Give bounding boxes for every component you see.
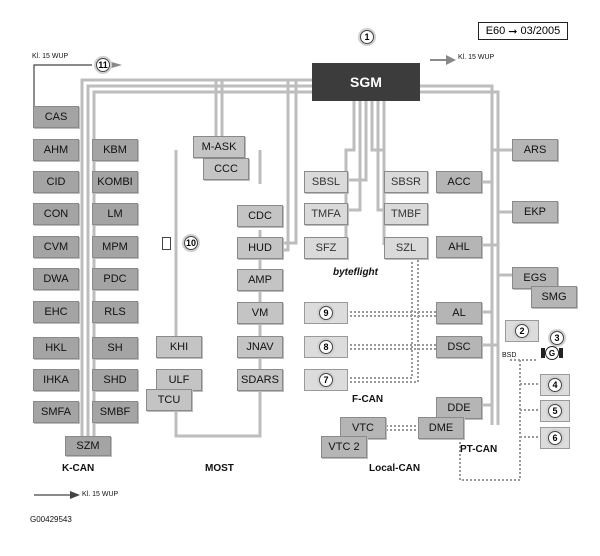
ecu-cid: CID	[33, 171, 79, 193]
ecu-mpm: MPM	[92, 236, 138, 258]
ecu-dsc: DSC	[436, 336, 482, 358]
sensor-8: 8	[304, 336, 348, 358]
ecu-tcu: TCU	[146, 389, 192, 411]
legend-wup-label: Kl. 15 WUP	[82, 491, 119, 498]
ecu-ccc: CCC	[203, 158, 249, 180]
ecu-lm: LM	[92, 203, 138, 225]
marker-1: 1	[360, 30, 374, 44]
label-byteflight: byteflight	[333, 267, 378, 278]
marker-8: 8	[319, 340, 333, 354]
marker-2: 2	[515, 324, 529, 338]
sgm-gateway: SGM	[312, 63, 420, 101]
ecu-tmbf: TMBF	[384, 203, 428, 225]
ecu-shd: SHD	[92, 369, 138, 391]
ecu-cas: CAS	[33, 106, 79, 128]
sensor-6: 6	[540, 427, 570, 449]
label-kcan: K-CAN	[62, 463, 95, 474]
label-bsd: BSD	[502, 352, 517, 359]
ecu-smbf: SMBF	[92, 401, 138, 423]
marker-11: 11	[96, 58, 110, 72]
ecu-acc: ACC	[436, 171, 482, 193]
ecu-szm: SZM	[65, 436, 111, 456]
sensor-4: 4	[540, 374, 570, 396]
ecu-dwa: DWA	[33, 268, 79, 290]
ecu-sbsl: SBSL	[304, 171, 348, 193]
arrow-icon: ➞	[508, 25, 518, 38]
optical-connector-icon	[162, 237, 171, 250]
ecu-sfz: SFZ	[304, 237, 348, 259]
ecu-dme: DME	[418, 417, 464, 439]
ecu-smg: SMG	[531, 286, 577, 308]
ecu-sbsr: SBSR	[384, 171, 428, 193]
ecu-smfa: SMFA	[33, 401, 79, 423]
ecu-hkl: HKL	[33, 337, 79, 359]
ptcan-wup-label: Kl. 15 WUP	[458, 54, 495, 61]
model-code: E60	[485, 25, 506, 37]
marker-9: 9	[319, 306, 333, 320]
ecu-ekp: EKP	[512, 201, 558, 223]
ecu-sdars: SDARS	[237, 369, 283, 391]
label-most: MOST	[205, 463, 234, 474]
ecu-cvm: CVM	[33, 236, 79, 258]
ecu-kbm: KBM	[92, 139, 138, 161]
version-box: E60 ➞ 03/2005	[478, 22, 568, 40]
ecu-cdc: CDC	[237, 205, 283, 227]
ecu-sh: SH	[92, 337, 138, 359]
alternator-icon: G	[541, 346, 571, 360]
marker-5: 5	[548, 404, 562, 418]
label-ptcan: PT-CAN	[460, 444, 498, 455]
marker-7: 7	[319, 373, 333, 387]
ecu-con: CON	[33, 203, 79, 225]
ecu-hud: HUD	[237, 237, 283, 259]
ecu-ahm: AHM	[33, 139, 79, 161]
ecu-ahl: AHL	[436, 236, 482, 258]
ecu-vtc2: VTC 2	[321, 436, 367, 458]
marker-3: 3	[550, 331, 564, 345]
alternator-symbol: G	[545, 346, 559, 360]
ecu-ehc: EHC	[33, 301, 79, 323]
ecu-al: AL	[436, 302, 482, 324]
ecu-dde: DDE	[436, 397, 482, 419]
marker-4: 4	[548, 378, 562, 392]
ecu-ars: ARS	[512, 139, 558, 161]
ecu-ihka: IHKA	[33, 369, 79, 391]
ecu-tmfa: TMFA	[304, 203, 348, 225]
sensor-9: 9	[304, 302, 348, 324]
version-date: 03/2005	[520, 25, 561, 37]
sensor-5: 5	[540, 400, 570, 422]
label-localcan: Local-CAN	[369, 463, 421, 474]
sensor-7: 7	[304, 369, 348, 391]
ecu-pdc: PDC	[92, 268, 138, 290]
ecu-m-ask: M-ASK	[193, 136, 245, 158]
marker-10: 10	[184, 236, 198, 250]
ecu-ulf: ULF	[156, 369, 202, 391]
ecu-szl: SZL	[384, 237, 428, 259]
ecu-kombi: KOMBI	[92, 171, 138, 193]
kcan-wup-label: Kl. 15 WUP	[32, 53, 69, 60]
sensor-2: 2	[505, 320, 539, 342]
ecu-vm: VM	[237, 302, 283, 324]
figure-id: G00429543	[30, 515, 72, 524]
ecu-amp: AMP	[237, 269, 283, 291]
ecu-rls: RLS	[92, 301, 138, 323]
marker-6: 6	[548, 431, 562, 445]
sgm-label: SGM	[350, 74, 382, 90]
ecu-jnav: JNAV	[237, 336, 283, 358]
label-fcan: F-CAN	[352, 394, 384, 405]
ecu-khi: KHI	[156, 336, 202, 358]
